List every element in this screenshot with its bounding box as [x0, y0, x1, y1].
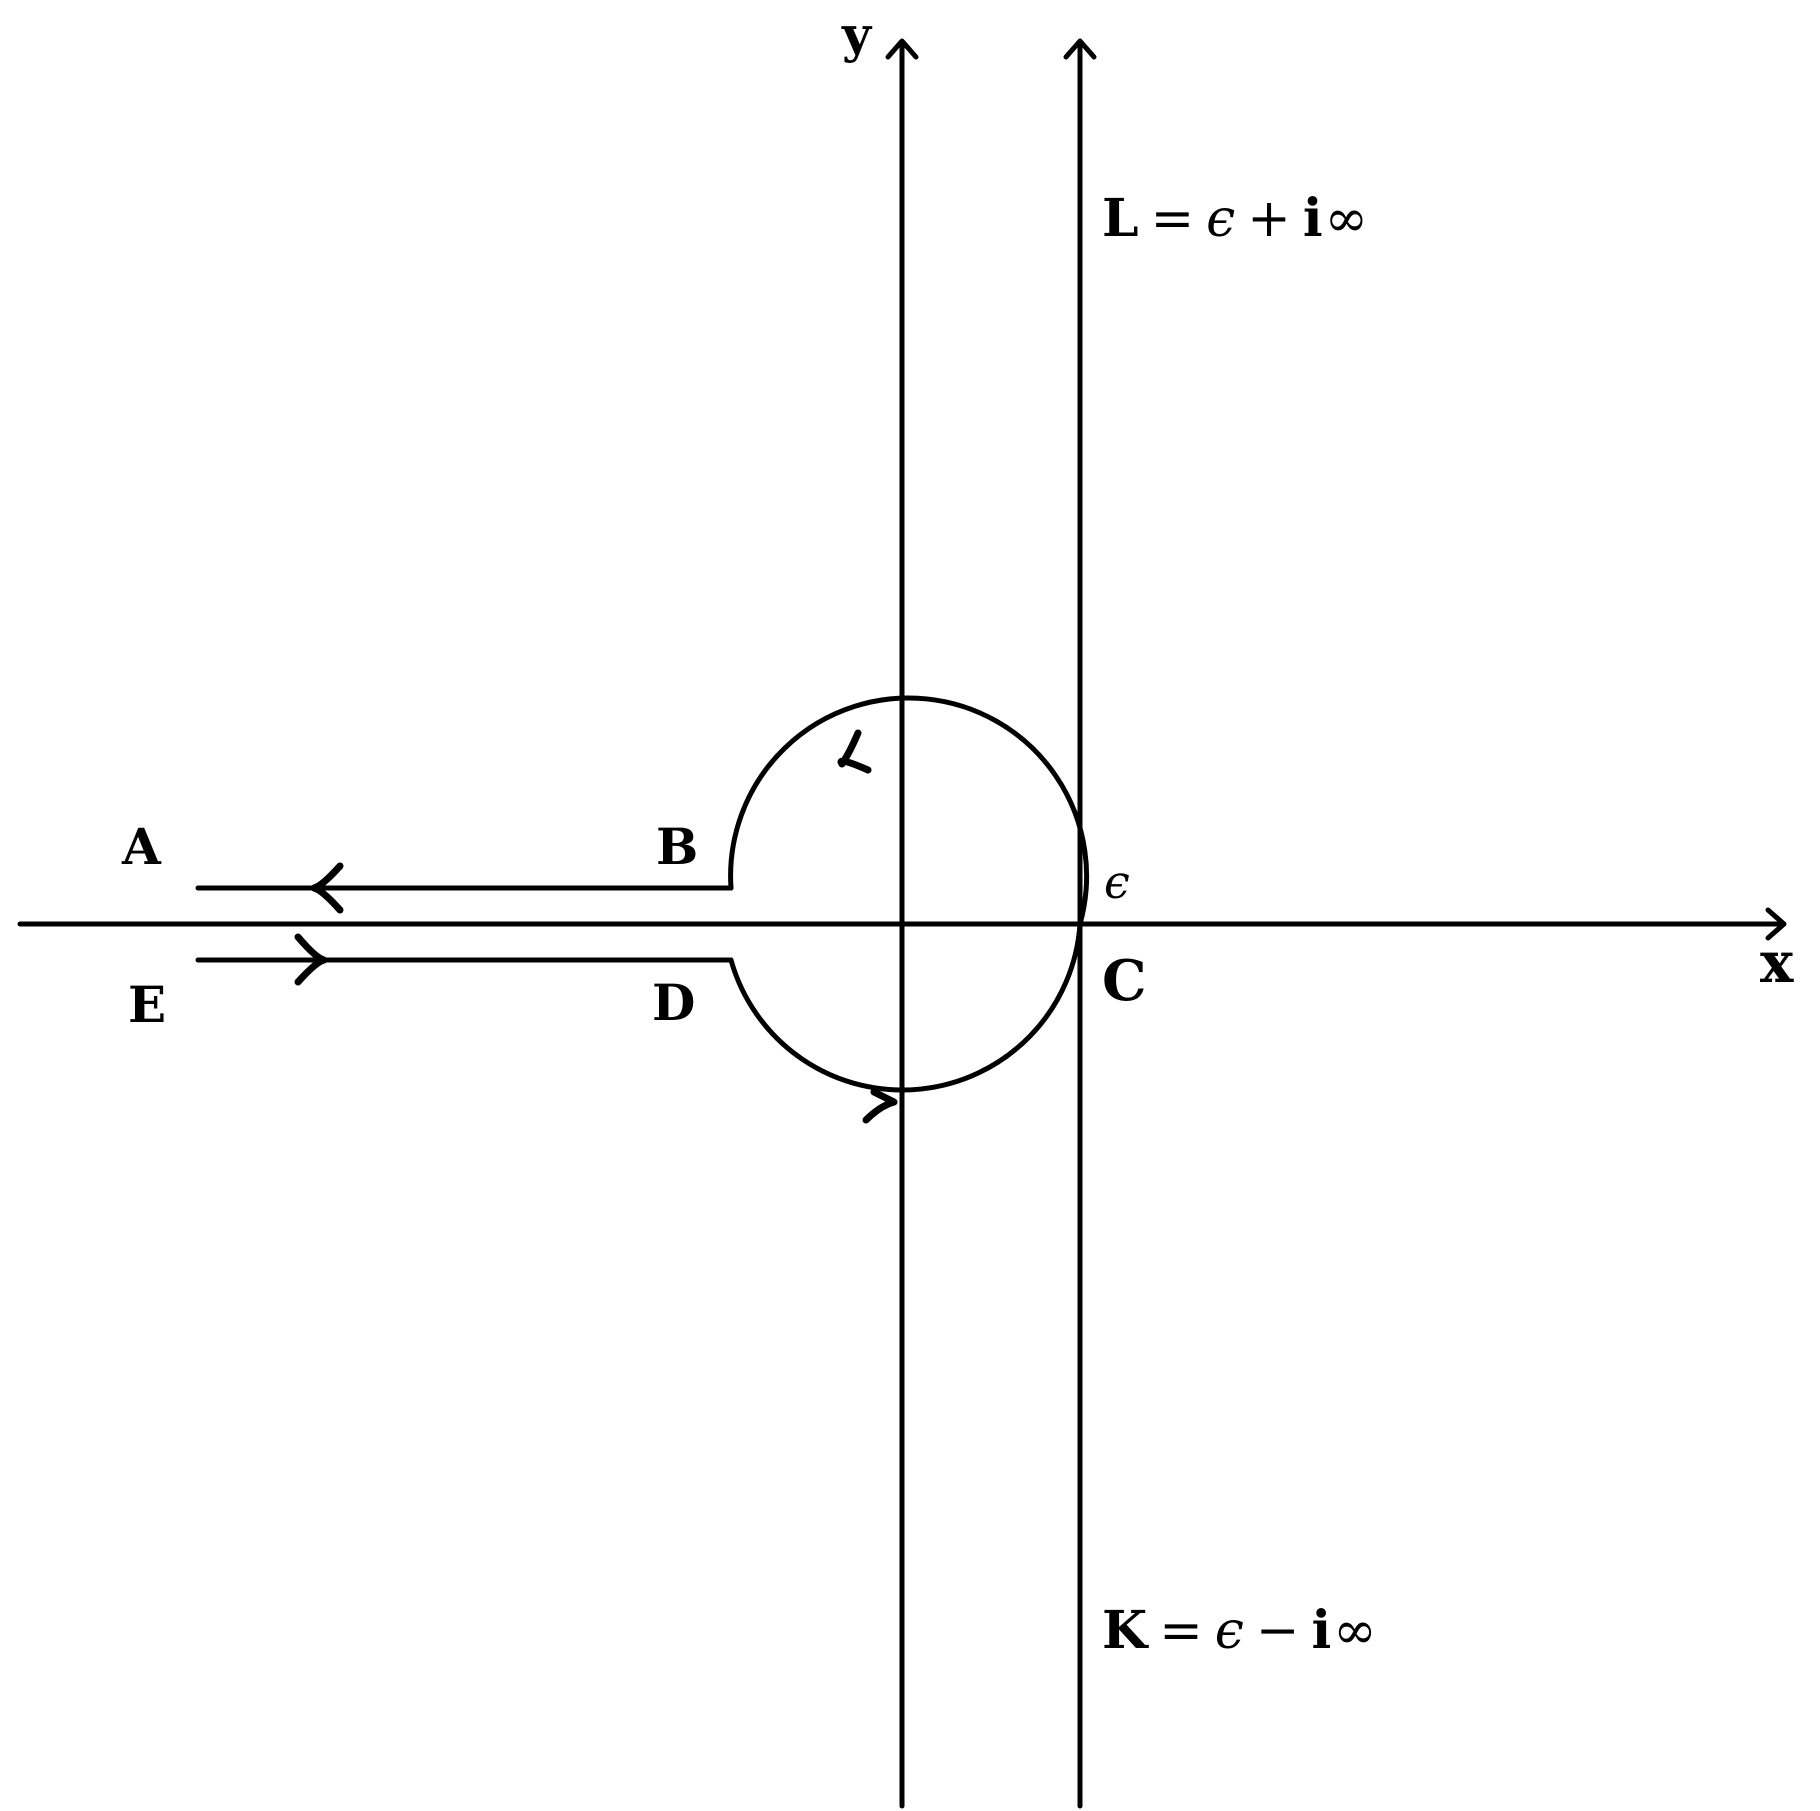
label-L-name: L	[1102, 188, 1139, 249]
lower-branch-arrowhead	[294, 933, 328, 986]
point-label-B: B	[656, 817, 698, 876]
point-label-E: E	[128, 975, 166, 1034]
label-K-eps: ϵ	[1215, 1601, 1244, 1661]
upper-branch-arrowhead	[310, 862, 344, 914]
label-L-inf: ∞	[1325, 189, 1368, 249]
label-K-i: i	[1311, 1600, 1331, 1661]
lower-arc-arrowhead	[862, 1088, 898, 1124]
y-axis-arrow-tip	[885, 38, 919, 60]
label-L-eq: =	[1151, 189, 1195, 249]
x-axis-label: x	[1760, 930, 1794, 996]
point-label-A: A	[121, 817, 162, 876]
epsilon-label: ϵ	[1104, 855, 1130, 909]
keyhole-arc	[728, 695, 1090, 1093]
label-K-eq: =	[1159, 1601, 1203, 1661]
upper-arc-arrowhead	[837, 729, 872, 774]
label-K-inf: ∞	[1333, 1601, 1376, 1661]
y-axis-label: y	[841, 5, 873, 64]
label-L-i: i	[1303, 188, 1323, 249]
point-label-C: C	[1102, 948, 1147, 1014]
line-label-L: L=ϵ+i∞	[1102, 188, 1368, 249]
bromwich-line-arrow-tip	[1063, 38, 1097, 60]
point-label-D: D	[652, 973, 695, 1032]
label-K-name: K	[1102, 1600, 1149, 1661]
line-label-K: K=ϵ−i∞	[1102, 1600, 1377, 1661]
label-L-op: +	[1247, 189, 1291, 249]
label-K-op: −	[1256, 1601, 1300, 1661]
x-axis-arrow-tip	[1765, 907, 1787, 941]
label-L-eps: ϵ	[1206, 189, 1235, 249]
